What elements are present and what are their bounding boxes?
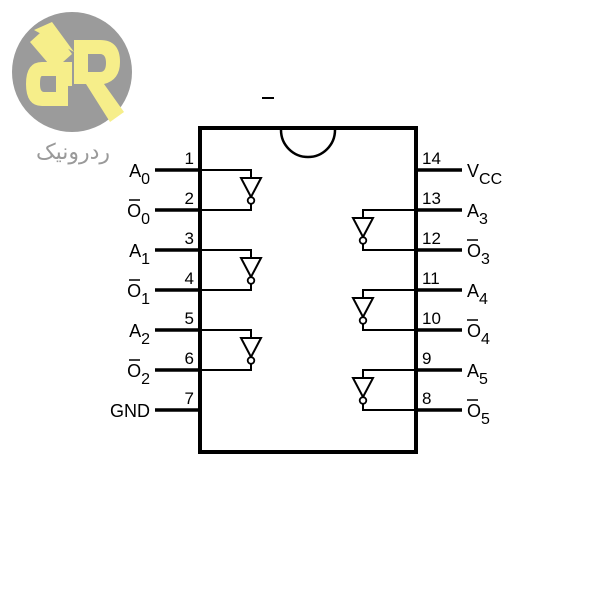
pin-number: 1 [185,149,194,168]
pin-label: O0 [127,201,150,228]
input-wire [362,289,416,298]
pin-label: A3 [467,201,488,228]
pin-label: O1 [127,281,150,308]
input-wire [362,209,416,218]
pin-1: 1A0 [129,149,200,188]
pin-number: 6 [185,349,194,368]
pin-number: 9 [422,349,431,368]
output-wire [200,364,252,371]
input-wire [362,369,416,378]
pin-label: A2 [129,321,150,348]
inverter-gate [200,249,263,291]
chip-notch [279,129,337,159]
pin-label: O5 [467,401,490,428]
input-wire [200,169,252,178]
pin-label: VCC [467,161,502,188]
pin-number: 10 [422,309,441,328]
pin-9: 9A5 [416,349,488,388]
pin-label: O4 [467,321,490,348]
pin-number: 4 [185,269,194,288]
inverter-bubble [246,356,256,365]
pin-label: O3 [467,241,490,268]
pin-label: A0 [129,161,150,188]
output-wire [362,404,416,411]
pin-label: A5 [467,361,488,388]
pin-label: GND [110,401,150,421]
inverter-gate [351,369,416,411]
inverter-triangle [351,217,375,240]
brand-logo [12,12,132,132]
pin-number: 13 [422,189,441,208]
pin-number: 12 [422,229,441,248]
pin-label: O2 [127,361,150,388]
inverter-triangle [351,377,375,400]
pin-number: 7 [185,389,194,408]
output-wire [200,204,252,211]
brand-name: ردرونیک [35,140,111,165]
pin-6: 6O2 [127,349,200,388]
output-wire [362,324,416,331]
inverter-gate [200,329,263,371]
inverter-gate [351,209,416,251]
output-wire [200,284,252,291]
inverter-bubble [246,196,256,205]
inverter-bubble [358,396,368,405]
pin-5: 5A2 [129,309,200,348]
inverter-gate [351,289,416,331]
inverter-gate [200,169,263,211]
inverter-triangle [351,297,375,320]
pin-3: 3A1 [129,229,200,268]
pin-number: 5 [185,309,194,328]
pin-8: 8O5 [416,389,490,428]
input-wire [200,329,252,338]
pin-4: 4O1 [127,269,200,308]
inverter-triangle [239,177,263,200]
pin-number: 11 [422,269,440,288]
output-wire [362,244,416,251]
pin-number: 2 [185,189,194,208]
pin-label: A1 [129,241,150,268]
inverter-bubble [358,316,368,325]
inverter-bubble [358,236,368,245]
input-wire [200,249,252,258]
pin-label: A4 [467,281,488,308]
pin-number: 14 [422,149,441,168]
inverter-triangle [239,337,263,360]
inverter-bubble [246,276,256,285]
pin-2: 2O0 [127,189,200,228]
pin-number: 8 [422,389,431,408]
inverter-triangle [239,257,263,280]
pin-number: 3 [185,229,194,248]
